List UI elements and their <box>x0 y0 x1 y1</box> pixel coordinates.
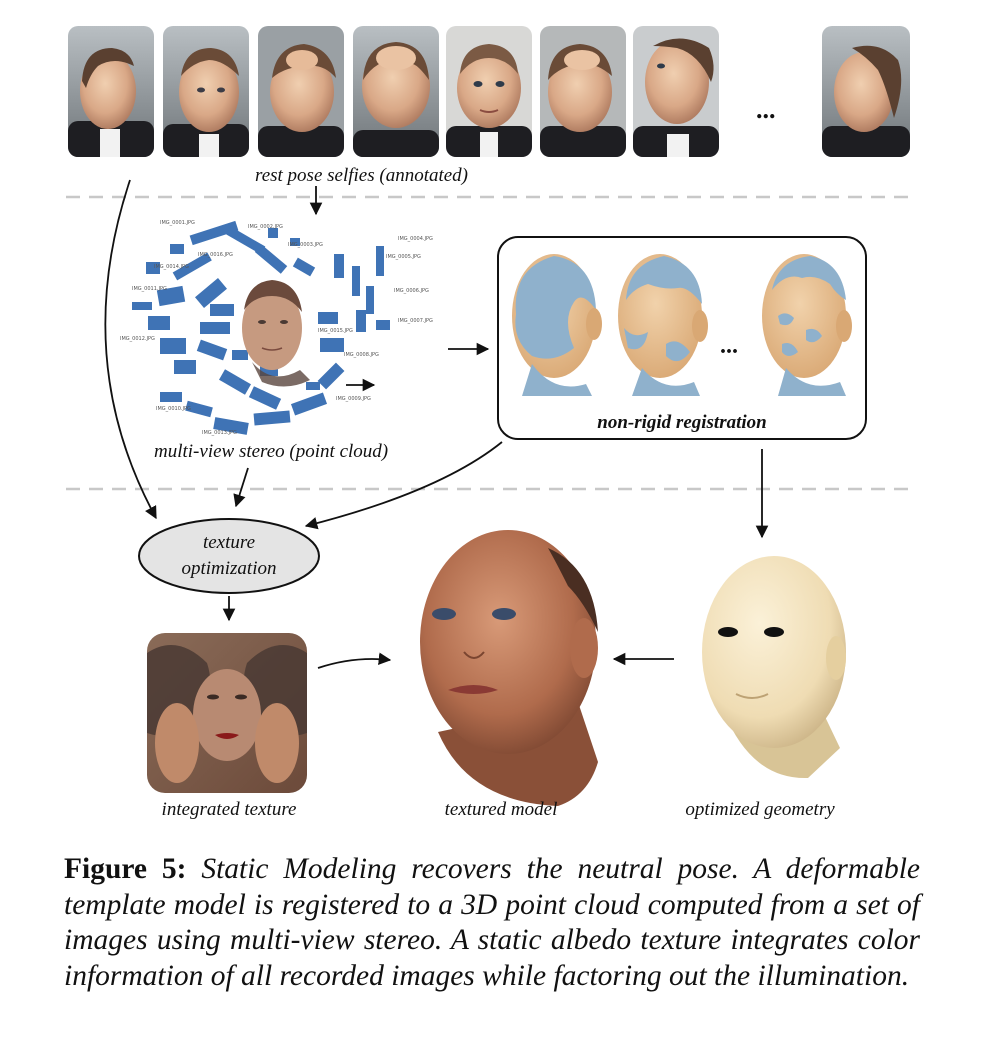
camera-label: IMG_0016.JPG <box>198 252 233 258</box>
texture-opt-line1: texture <box>203 532 255 553</box>
selfie-ellipsis: ... <box>756 95 776 124</box>
camera-labels: IMG_0001.JPG IMG_0002.JPG IMG_0003.JPG I… <box>120 220 433 436</box>
selfie-photo <box>446 26 532 157</box>
selfie-photo <box>633 26 719 157</box>
point-cloud-visualization: IMG_0001.JPG IMG_0002.JPG IMG_0003.JPG I… <box>120 220 433 436</box>
camera-label: IMG_0013.JPG <box>202 430 237 436</box>
camera-label: IMG_0001.JPG <box>160 220 195 226</box>
textured-model-head <box>420 530 598 806</box>
point-cloud-face <box>242 280 310 387</box>
figure-caption: Figure 5: Static Modeling recovers the n… <box>64 852 920 994</box>
optimized-geometry-head <box>702 556 846 779</box>
selfie-photo <box>353 26 439 157</box>
camera-label: IMG_0010.JPG <box>156 406 191 412</box>
figure-number: Figure 5: <box>64 853 187 885</box>
arrow-integrated-to-model <box>317 652 392 669</box>
arrow-mvs-to-texture <box>233 467 249 508</box>
registration-head <box>762 254 852 396</box>
selfie-photo <box>540 26 626 157</box>
camera-planes <box>132 220 390 435</box>
camera-label: IMG_0009.JPG <box>336 396 371 402</box>
camera-label: IMG_0005.JPG <box>386 254 421 260</box>
registration-panel: ... non-rigid registration <box>497 236 867 440</box>
camera-label: IMG_0011.JPG <box>132 286 167 292</box>
arrow-selfies-to-texture <box>104 179 157 520</box>
textured-model-label: textured model <box>445 799 558 820</box>
texture-optimization-node: texture optimization <box>138 518 320 594</box>
camera-label: IMG_0012.JPG <box>120 336 155 342</box>
optimized-geometry-label: optimized geometry <box>685 799 835 820</box>
flow-arrows <box>104 179 769 669</box>
camera-label: IMG_0007.JPG <box>398 318 433 324</box>
selfie-photo <box>163 26 249 157</box>
selfie-photo <box>822 26 910 157</box>
arrow-registration-to-texture <box>304 441 503 530</box>
camera-label: IMG_0002.JPG <box>248 224 283 230</box>
selfie-photo <box>68 26 154 157</box>
camera-label: IMG_0003.JPG <box>288 242 323 248</box>
camera-label: IMG_0008.JPG <box>344 352 379 358</box>
camera-label: IMG_0006.JPG <box>394 288 429 294</box>
mvs-label: multi-view stereo (point cloud) <box>154 441 388 462</box>
camera-label: IMG_0015.JPG <box>318 328 353 334</box>
caption-text: Static Modeling recovers the neutral pos… <box>64 853 920 992</box>
registration-head <box>618 254 708 396</box>
selfie-row: ... <box>68 26 910 157</box>
selfie-photo <box>258 26 344 157</box>
integrated-texture-image <box>147 633 307 793</box>
registration-head <box>512 254 602 396</box>
integrated-texture-label: integrated texture <box>162 799 297 820</box>
selfies-label: rest pose selfies (annotated) <box>255 165 468 186</box>
camera-label: IMG_0014.JPG <box>154 264 189 270</box>
camera-label: IMG_0004.JPG <box>398 236 433 242</box>
registration-label: non-rigid registration <box>597 412 766 433</box>
texture-opt-line2: optimization <box>181 558 276 579</box>
registration-ellipsis: ... <box>720 333 738 359</box>
